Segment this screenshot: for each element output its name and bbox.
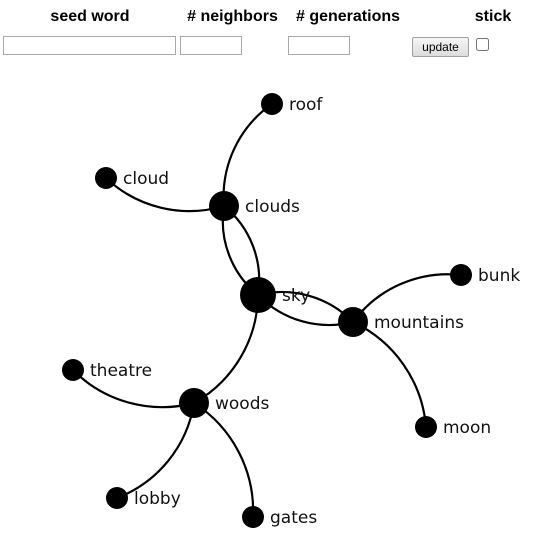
node-label: woods: [215, 394, 269, 414]
node-cloud[interactable]: cloud: [95, 167, 169, 189]
neighbors-input[interactable]: [180, 36, 242, 55]
node-label: bunk: [478, 266, 520, 286]
link-woods-gates: [193, 402, 255, 518]
node-label: gates: [270, 508, 317, 528]
node-label: roof: [289, 95, 323, 115]
node-mountains[interactable]: mountains: [338, 307, 464, 337]
node-gates[interactable]: gates: [242, 506, 317, 528]
node-circle[interactable]: [62, 359, 84, 381]
node-roof[interactable]: roof: [261, 93, 323, 115]
stick-label: stick: [474, 8, 512, 25]
node-circle[interactable]: [261, 93, 283, 115]
node-sky[interactable]: sky: [240, 277, 310, 313]
link-woods-theatre: [72, 369, 195, 409]
node-label: mountains: [374, 313, 464, 333]
link-mountains-moon: [352, 321, 428, 428]
seed-word-label: seed word: [50, 8, 130, 25]
stick-checkbox[interactable]: [476, 38, 489, 51]
link-clouds-cloud: [105, 177, 225, 213]
generations-input[interactable]: [288, 36, 350, 55]
node-circle[interactable]: [450, 264, 472, 286]
generations-label: # generations: [295, 8, 401, 25]
node-woods[interactable]: woods: [179, 388, 269, 418]
node-theatre[interactable]: theatre: [62, 359, 152, 381]
node-label: theatre: [90, 361, 152, 381]
link-sky-woods: [193, 294, 260, 404]
node-bunk[interactable]: bunk: [450, 264, 520, 286]
node-circle[interactable]: [209, 191, 239, 221]
node-label: clouds: [245, 197, 300, 217]
node-circle[interactable]: [338, 307, 368, 337]
neighbors-label: # neighbors: [187, 8, 278, 25]
node-label: lobby: [134, 489, 181, 509]
node-circle[interactable]: [240, 277, 276, 313]
node-circle[interactable]: [95, 167, 117, 189]
node-label: sky: [282, 286, 310, 306]
node-circle[interactable]: [242, 506, 264, 528]
node-circle[interactable]: [179, 388, 209, 418]
node-moon[interactable]: moon: [415, 416, 491, 438]
node-label: moon: [443, 418, 491, 438]
update-button[interactable]: update: [412, 37, 469, 57]
seed-word-input[interactable]: [3, 36, 176, 55]
link-woods-lobby: [116, 402, 196, 500]
graph-nodes[interactable]: roof cloud clouds sky bunk mountains theatre wo…: [62, 93, 520, 528]
node-label: cloud: [123, 169, 169, 189]
link-clouds-roof: [222, 103, 273, 207]
node-circle[interactable]: [106, 487, 128, 509]
node-clouds[interactable]: clouds: [209, 191, 300, 221]
node-circle[interactable]: [415, 416, 437, 438]
node-lobby[interactable]: lobby: [106, 487, 181, 509]
